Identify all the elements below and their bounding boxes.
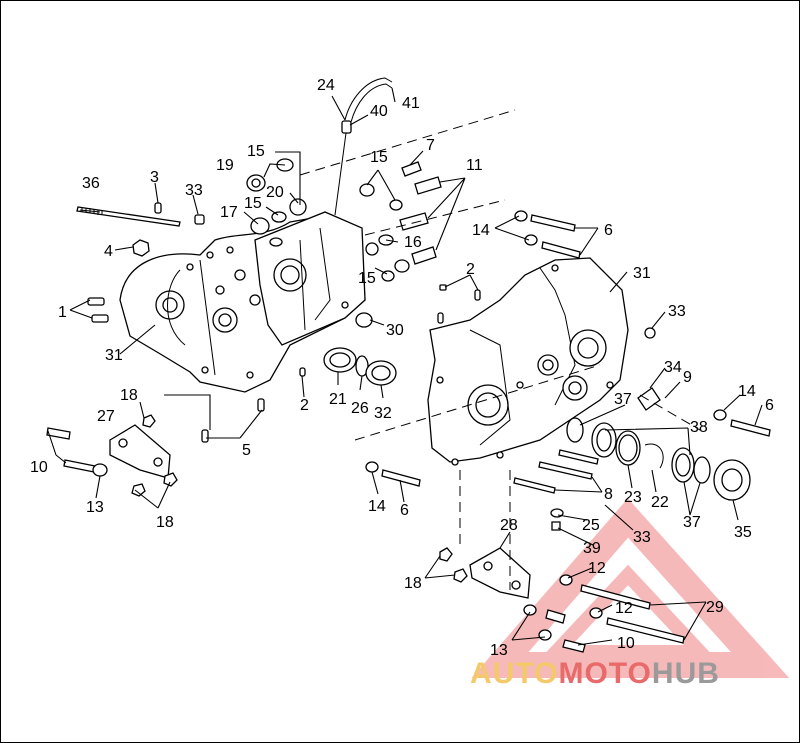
callout-41: 41 xyxy=(402,95,420,112)
callout-10: 10 xyxy=(30,459,48,476)
callout-5: 5 xyxy=(242,442,251,459)
watermark-hub: HUB xyxy=(651,657,720,690)
callout-38: 38 xyxy=(690,419,708,436)
callout-25: 25 xyxy=(582,517,600,534)
callout-12: 12 xyxy=(588,560,606,577)
callout-8: 8 xyxy=(604,486,613,503)
callout-2: 2 xyxy=(300,397,309,414)
callout-27: 27 xyxy=(97,408,115,425)
left-crankcase-half xyxy=(119,211,366,393)
callout-2: 2 xyxy=(466,261,475,278)
callout-35: 35 xyxy=(734,524,752,541)
left-fasteners xyxy=(246,158,442,328)
watermark-auto: AUTO xyxy=(470,657,559,690)
right-bolts xyxy=(365,210,771,487)
callout-13: 13 xyxy=(490,642,508,659)
right-crankcase-half xyxy=(427,257,629,466)
callout-18: 18 xyxy=(120,387,138,404)
callout-33: 33 xyxy=(185,182,203,199)
callout-26: 26 xyxy=(351,400,369,417)
callout-3: 3 xyxy=(150,169,159,186)
callout-18: 18 xyxy=(404,575,422,592)
dowel-pins-left xyxy=(87,202,481,443)
callout-23: 23 xyxy=(624,489,642,506)
callout-17: 17 xyxy=(220,204,238,221)
callout-14: 14 xyxy=(472,222,490,239)
callout-34: 34 xyxy=(664,359,682,376)
callout-20: 20 xyxy=(266,184,284,201)
watermark-moto: MOTO xyxy=(558,657,652,690)
callout-24: 24 xyxy=(317,77,335,94)
watermark-logo: AUTOMOTOHUB xyxy=(470,657,720,691)
callout-33: 33 xyxy=(633,529,651,546)
callout-15: 15 xyxy=(358,270,376,287)
callout-6: 6 xyxy=(604,222,613,239)
callout-15: 15 xyxy=(247,143,265,160)
leader-lines xyxy=(47,87,763,646)
stud-36 xyxy=(76,206,181,227)
breather-tube xyxy=(334,77,393,216)
callout-16: 16 xyxy=(404,234,422,251)
right-bearing-stack xyxy=(566,387,751,501)
callout-37: 37 xyxy=(683,514,701,531)
callout-31: 31 xyxy=(633,265,651,282)
callout-32: 32 xyxy=(374,405,392,422)
callout-18: 18 xyxy=(156,514,174,531)
callout-11: 11 xyxy=(466,157,483,174)
engine-mount-left xyxy=(46,414,178,497)
callout-21: 21 xyxy=(329,391,347,408)
callout-39: 39 xyxy=(583,540,601,557)
callout-40: 40 xyxy=(370,103,388,120)
callout-9: 9 xyxy=(683,369,692,386)
assembly-lines xyxy=(299,109,701,590)
callout-36: 36 xyxy=(82,175,100,192)
studs-8 xyxy=(513,449,599,494)
callout-13: 13 xyxy=(86,499,104,516)
callout-15: 15 xyxy=(370,149,388,166)
callout-6: 6 xyxy=(765,397,774,414)
callout-14: 14 xyxy=(368,498,386,515)
bearings-left xyxy=(323,347,397,386)
callout-7: 7 xyxy=(426,137,435,154)
callout-30: 30 xyxy=(386,322,404,339)
nut-4 xyxy=(132,239,150,257)
callout-14: 14 xyxy=(738,383,756,400)
callout-6: 6 xyxy=(400,502,409,519)
callout-12: 12 xyxy=(615,600,633,617)
callout-28: 28 xyxy=(500,517,518,534)
callout-1: 1 xyxy=(58,304,67,321)
callout-37: 37 xyxy=(614,391,632,408)
callout-22: 22 xyxy=(651,494,669,511)
callout-4: 4 xyxy=(104,243,113,260)
callout-labels: 1 2 2 3 4 5 6 6 6 7 8 9 10 10 11 12 12 1… xyxy=(30,77,774,659)
callout-19: 19 xyxy=(216,157,234,174)
callout-15: 15 xyxy=(244,195,262,212)
callout-10: 10 xyxy=(617,635,635,652)
callout-29: 29 xyxy=(706,599,724,616)
callout-33: 33 xyxy=(668,303,686,320)
callout-31: 31 xyxy=(105,347,123,364)
